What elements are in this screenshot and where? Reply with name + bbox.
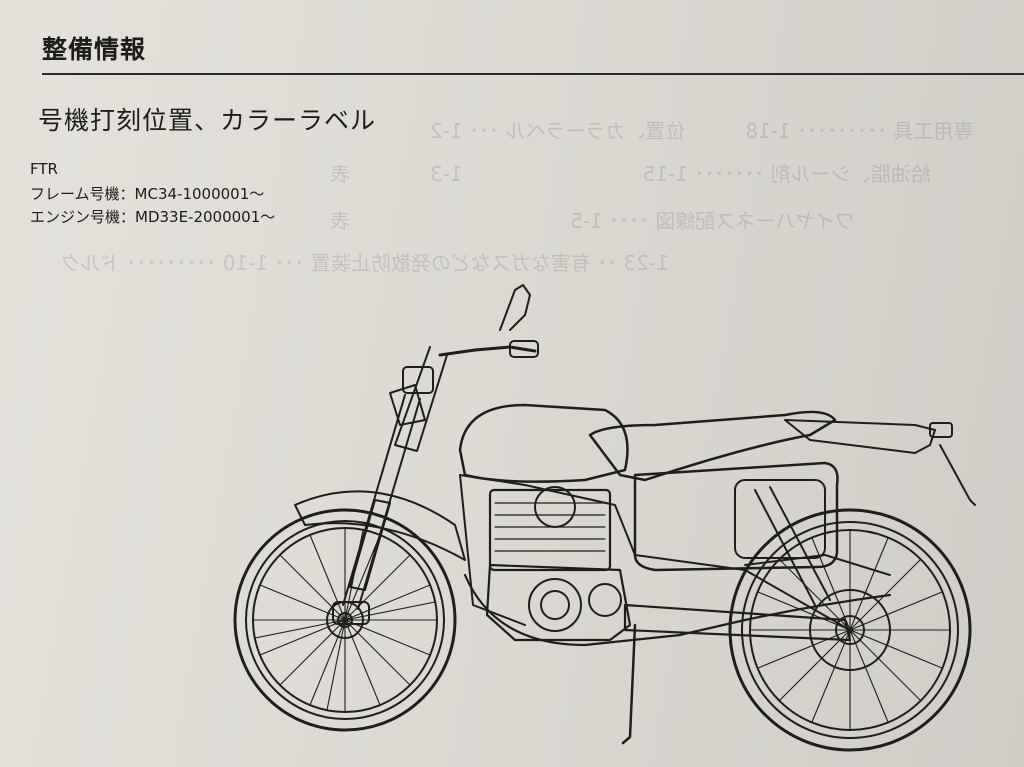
engine — [485, 486, 632, 642]
exhaust-pipe — [463, 573, 892, 647]
front-fork — [342, 346, 448, 610]
fuel-tank — [458, 403, 629, 483]
engine-number-line: エンジン号機：MD33E-2000001～ — [30, 208, 276, 226]
rear-wheel — [728, 508, 972, 752]
tail-light — [929, 422, 953, 438]
front-fender — [294, 490, 466, 561]
bleed-through-text: 専用工具 ･････････ 1-18 位置、カラーラベル ･･･ 1-2 — [430, 119, 974, 143]
bleed-through-text: 給油脂、シール剤 ･･･････ 1-15 1-3 表 — [330, 162, 931, 186]
license-bracket — [939, 444, 976, 506]
mirror — [499, 284, 531, 331]
seat — [588, 410, 837, 482]
frame-downtube — [459, 474, 526, 626]
model-name: FTR — [30, 160, 58, 178]
side-cover — [633, 461, 839, 572]
rear-shock — [754, 486, 831, 606]
bleed-through-text: 1-23 ･･ 有害なガスなどの発散防止装置 ･･･ 1-10 ････････… — [60, 251, 669, 275]
handlebar-grip — [509, 340, 539, 358]
handlebar — [438, 345, 537, 357]
page-header: 整備情報 — [0, 0, 1024, 72]
motorcycle-illustration — [233, 284, 976, 752]
chain-guard — [744, 554, 891, 576]
kickstand — [621, 623, 637, 745]
header-rule — [42, 73, 1024, 75]
swingarm — [623, 603, 852, 642]
front-wheel — [233, 508, 457, 732]
bleed-through-text: ワイヤハーネス配線図 ････ 1-5 表 — [330, 209, 855, 233]
section-title: 整備情報 — [42, 35, 147, 64]
page-heading: 号機打刻位置、カラーラベル — [38, 106, 377, 135]
side-cover-panel — [734, 479, 826, 559]
frame-number-line: フレーム号機：MC34-1000001～ — [30, 185, 265, 203]
rear-fender — [784, 419, 936, 454]
frame-rail — [459, 474, 851, 631]
headlight — [389, 366, 434, 426]
